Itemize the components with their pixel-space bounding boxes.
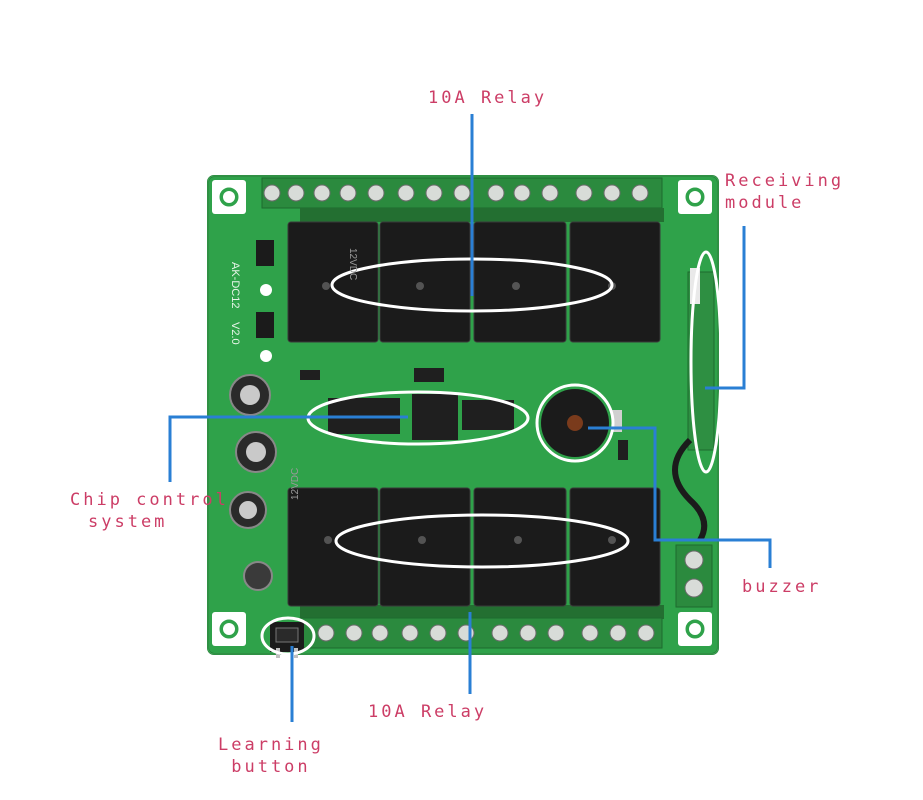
receiving-label-line2: module [725, 193, 805, 213]
learning-button-label: Learning button [218, 734, 324, 778]
buzzer-label: buzzer [742, 577, 822, 597]
bottom-relays [287, 487, 661, 607]
top-terminal-block [261, 177, 664, 222]
leader-lines [168, 114, 772, 722]
diodes [256, 240, 274, 362]
chip-control-label: Chip control system [70, 489, 229, 533]
buzzer-highlight [535, 383, 615, 463]
chip-leader [168, 415, 408, 482]
relay-bottom-label: 10A Relay [368, 702, 488, 722]
chip-label-line2: system [88, 512, 168, 532]
receiving-label-line1: Receiving [725, 171, 845, 191]
chip-label-line1: Chip control [70, 490, 229, 510]
receiving-module-label: Receiving module [725, 170, 844, 214]
top-relays [287, 221, 661, 343]
buzzer-component [541, 389, 628, 460]
buzzer-leader [588, 426, 772, 568]
mounting-holes [212, 180, 712, 646]
capacitors [229, 374, 277, 591]
receiving-highlight [689, 250, 723, 474]
learning-highlight [260, 616, 316, 656]
power-terminal [675, 544, 713, 608]
learning-label-line2: button [231, 757, 311, 777]
bottom-terminal-block [299, 605, 664, 649]
relay-top-label: 10A Relay [428, 88, 548, 108]
receiving-leader [705, 226, 746, 390]
relay-bottom-highlight [334, 513, 630, 569]
learning-label-line1: Learning [218, 735, 324, 755]
